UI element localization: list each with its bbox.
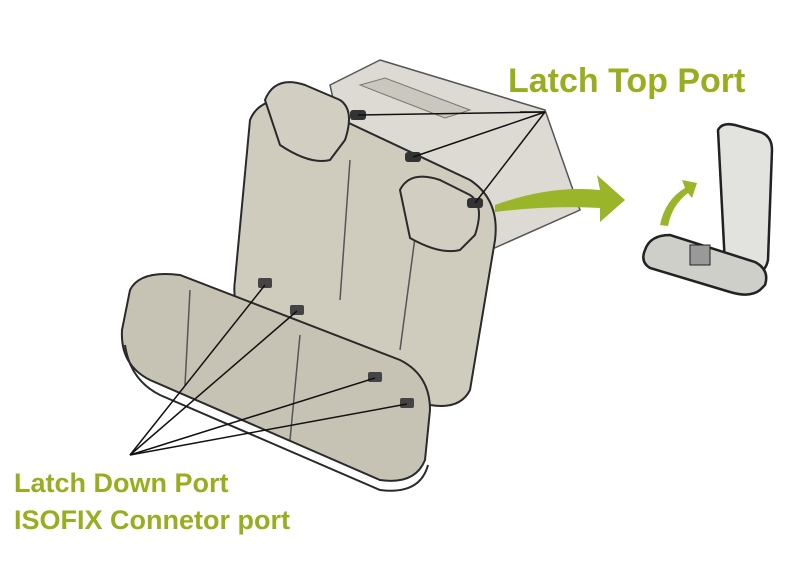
isofix-connector-port-label: ISOFIX Connetor port xyxy=(14,505,290,535)
headrest-right xyxy=(398,175,480,253)
latch-down-port-label: Latch Down Port xyxy=(14,468,229,498)
headrest-left xyxy=(263,81,350,162)
port-latch-bar xyxy=(689,244,711,266)
seat-cushion xyxy=(120,273,432,482)
lower-anchors xyxy=(258,278,414,408)
cushion-front xyxy=(124,344,429,492)
top-pointer-lines xyxy=(357,111,546,204)
arrow-to-port-icon xyxy=(495,175,625,222)
latch-top-port-label: Latch Top Port xyxy=(508,62,746,100)
open-arrow-icon xyxy=(660,180,697,226)
shelf-vent xyxy=(358,77,472,119)
port-lid xyxy=(716,122,774,274)
cushion-seam xyxy=(184,289,301,441)
down-pointer-lines xyxy=(129,284,408,456)
